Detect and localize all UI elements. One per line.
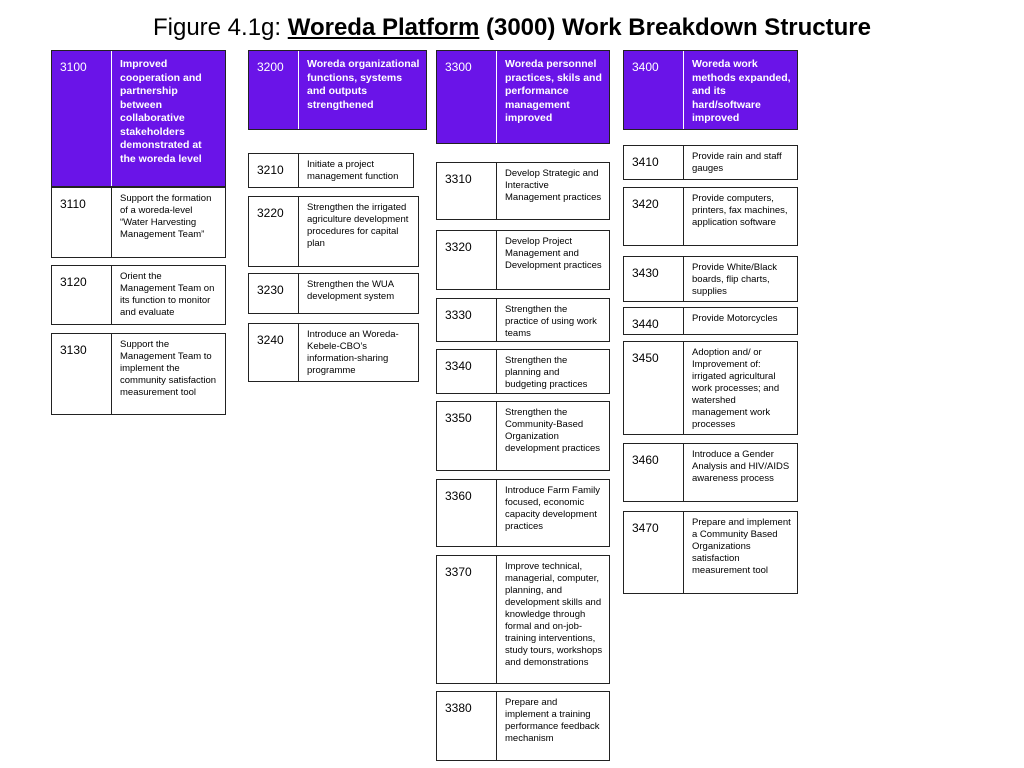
wbs-item-3440: 3440 Provide Motorcycles	[623, 307, 798, 335]
wbs-description: Strengthen the planning and budgeting pr…	[505, 355, 588, 390]
wbs-item-3130: 3130 Support the Management Team to impl…	[51, 333, 226, 415]
wbs-description: Woreda work methods expanded, and its ha…	[692, 58, 791, 124]
wbs-item-3240: 3240 Introduce an Woreda-Kebele-CBO’s in…	[248, 323, 419, 382]
wbs-description: Strengthen the Community-Based Organizat…	[505, 407, 601, 454]
wbs-code: 3360	[437, 480, 497, 546]
wbs-code: 3400	[624, 51, 684, 129]
wbs-code: 3120	[52, 266, 112, 324]
wbs-code: 3110	[52, 188, 112, 257]
wbs-code: 3100	[52, 51, 112, 186]
wbs-description: Initiate a project management function	[307, 159, 399, 182]
wbs-item-3350: 3350 Strengthen the Community-Based Orga…	[436, 401, 610, 471]
wbs-description: Prepare and implement a Community Based …	[692, 517, 791, 576]
wbs-description: Prepare and implement a training perform…	[505, 697, 600, 744]
title-prefix: Figure 4.1g:	[152, 14, 288, 41]
wbs-item-3220: 3220 Strengthen the irrigated agricultur…	[248, 196, 419, 267]
wbs-description: Strengthen the practice of using work te…	[505, 304, 597, 339]
wbs-code: 3320	[437, 231, 497, 289]
wbs-code: 3350	[437, 402, 497, 470]
wbs-item-3230: 3230 Strengthen the WUA development syst…	[248, 273, 419, 314]
wbs-code: 3240	[249, 324, 299, 381]
wbs-description: Improved cooperation and partnership bet…	[120, 58, 202, 165]
wbs-description: Woreda personnel practices, skils and pe…	[505, 58, 602, 124]
wbs-description: Provide rain and staff gauges	[692, 151, 782, 174]
wbs-item-3210: 3210 Initiate a project management funct…	[248, 153, 414, 188]
wbs-item-3330: 3330 Strengthen the practice of using wo…	[436, 298, 610, 342]
wbs-code: 3200	[249, 51, 299, 129]
wbs-item-3430: 3430 Provide White/Black boards, flip ch…	[623, 256, 798, 302]
wbs-description: Woreda organizational functions, systems…	[307, 58, 420, 111]
wbs-description: Improve technical, managerial, computer,…	[505, 561, 603, 668]
title-platform: Woreda Platform	[287, 14, 480, 41]
wbs-code: 3430	[624, 257, 684, 301]
wbs-code: 3370	[437, 556, 497, 683]
wbs-header-3100: 3100 Improved cooperation and partnershi…	[51, 50, 226, 187]
wbs-item-3120: 3120 Orient the Management Team on its f…	[51, 265, 226, 325]
wbs-item-3460: 3460 Introduce a Gender Analysis and HIV…	[623, 443, 798, 502]
wbs-description: Introduce Farm Family focused, economic …	[505, 485, 601, 532]
wbs-code: 3420	[624, 188, 684, 245]
wbs-item-3420: 3420 Provide computers, printers, fax ma…	[623, 187, 798, 246]
wbs-description: Introduce a Gender Analysis and HIV/AIDS…	[692, 449, 790, 484]
wbs-item-3310: 3310 Develop Strategic and Interactive M…	[436, 162, 610, 220]
wbs-code: 3330	[437, 299, 497, 341]
wbs-code: 3220	[249, 197, 299, 266]
wbs-description: Strengthen the WUA development system	[307, 279, 395, 302]
wbs-code: 3460	[624, 444, 684, 501]
wbs-description: Orient the Management Team on its functi…	[120, 271, 215, 318]
wbs-code: 3470	[624, 512, 684, 593]
wbs-description: Adoption and/ or Improvement of: irrigat…	[692, 347, 780, 430]
wbs-code: 3300	[437, 51, 497, 143]
wbs-item-3410: 3410 Provide rain and staff gauges	[623, 145, 798, 180]
wbs-code: 3310	[437, 163, 497, 219]
wbs-item-3360: 3360 Introduce Farm Family focused, econ…	[436, 479, 610, 547]
wbs-header-3300: 3300 Woreda personnel practices, skils a…	[436, 50, 610, 144]
wbs-description: Support the Management Team to implement…	[120, 339, 217, 398]
wbs-description: Introduce an Woreda-Kebele-CBO’s informa…	[307, 329, 399, 376]
wbs-code: 3440	[624, 308, 684, 334]
wbs-code: 3380	[437, 692, 497, 760]
wbs-item-3110: 3110 Support the formation of a woreda-l…	[51, 187, 226, 258]
wbs-code: 3210	[249, 154, 299, 187]
title-suffix: (3000) Work Breakdown Structure	[479, 14, 871, 41]
wbs-description: Support the formation of a woreda-level …	[120, 193, 212, 240]
wbs-item-3370: 3370 Improve technical, managerial, comp…	[436, 555, 610, 684]
wbs-description: Provide computers, printers, fax machine…	[692, 193, 788, 228]
wbs-code: 3130	[52, 334, 112, 414]
wbs-code: 3410	[624, 146, 684, 179]
wbs-code: 3230	[249, 274, 299, 313]
wbs-description: Develop Strategic and Interactive Manage…	[505, 168, 602, 203]
wbs-item-3340: 3340 Strengthen the planning and budgeti…	[436, 349, 610, 394]
figure-title: Figure 4.1g: Woreda Platform (3000) Work…	[0, 14, 1024, 42]
wbs-description: Provide White/Black boards, flip charts,…	[692, 262, 778, 297]
wbs-code: 3340	[437, 350, 497, 393]
wbs-item-3380: 3380 Prepare and implement a training pe…	[436, 691, 610, 761]
wbs-item-3450: 3450 Adoption and/ or Improvement of: ir…	[623, 341, 798, 435]
wbs-description: Strengthen the irrigated agriculture dev…	[307, 202, 409, 249]
wbs-header-3400: 3400 Woreda work methods expanded, and i…	[623, 50, 798, 130]
wbs-item-3320: 3320 Develop Project Management and Deve…	[436, 230, 610, 290]
wbs-header-3200: 3200 Woreda organizational functions, sy…	[248, 50, 427, 130]
wbs-description: Develop Project Management and Developme…	[505, 236, 602, 271]
wbs-item-3470: 3470 Prepare and implement a Community B…	[623, 511, 798, 594]
wbs-description: Provide Motorcycles	[692, 313, 778, 324]
wbs-code: 3450	[624, 342, 684, 434]
